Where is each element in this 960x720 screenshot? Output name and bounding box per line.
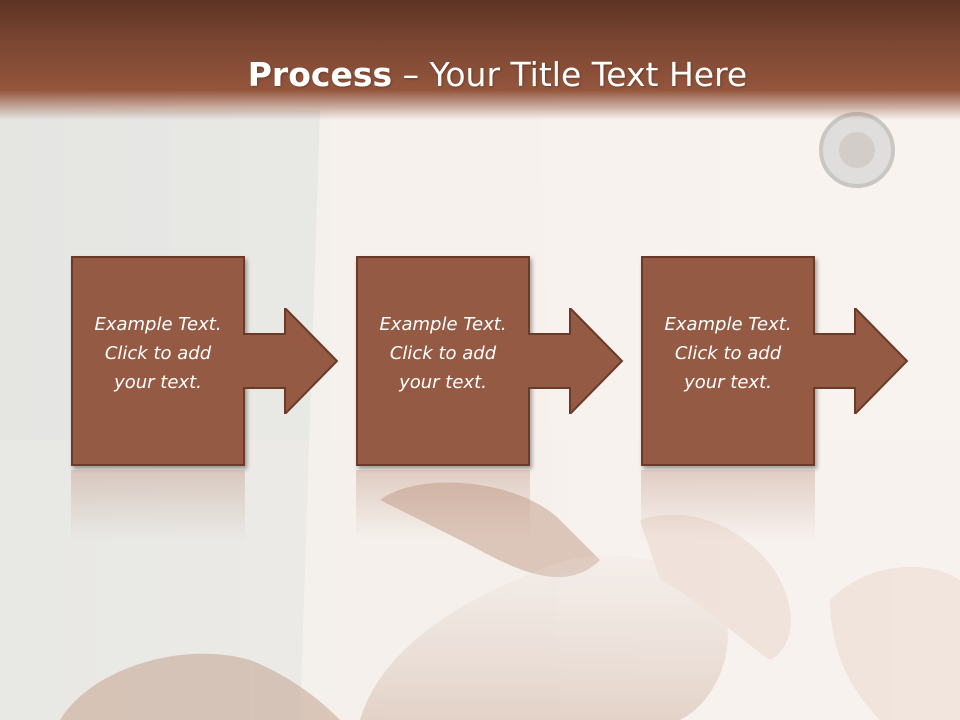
- title-bar: [0, 0, 960, 120]
- step-text-line: Example Text.: [94, 314, 222, 335]
- step-text-line: Example Text.: [664, 314, 792, 335]
- process-step-2[interactable]: Example Text. Click to add your text.: [356, 256, 530, 466]
- title-bold: Process: [247, 55, 393, 94]
- step-text[interactable]: Example Text. Click to add your text.: [356, 310, 530, 397]
- step-text-line: your text.: [114, 372, 202, 393]
- process-step-3[interactable]: Example Text. Click to add your text.: [641, 256, 815, 466]
- stethoscope-icon: [819, 112, 895, 188]
- process-step-1[interactable]: Example Text. Click to add your text.: [71, 256, 245, 466]
- title-rest: – Your Title Text Here: [392, 55, 748, 94]
- right-arrow-icon: [528, 308, 624, 414]
- step-reflection: [71, 470, 245, 540]
- step-reflection: [356, 470, 530, 540]
- slide-title[interactable]: Process – Your Title Text Here: [0, 52, 960, 98]
- right-arrow-icon: [243, 308, 339, 414]
- right-arrow-icon: [813, 308, 909, 414]
- step-text-line: Click to add: [104, 343, 212, 364]
- step-box: [641, 256, 815, 466]
- step-text[interactable]: Example Text. Click to add your text.: [71, 310, 245, 397]
- dog-illustration: [60, 482, 960, 720]
- step-text-line: Click to add: [674, 343, 782, 364]
- step-reflection: [641, 470, 815, 540]
- step-text-line: Example Text.: [379, 314, 507, 335]
- step-text-line: your text.: [399, 372, 487, 393]
- step-text-line: Click to add: [389, 343, 497, 364]
- step-text[interactable]: Example Text. Click to add your text.: [641, 310, 815, 397]
- step-text-line: your text.: [684, 372, 772, 393]
